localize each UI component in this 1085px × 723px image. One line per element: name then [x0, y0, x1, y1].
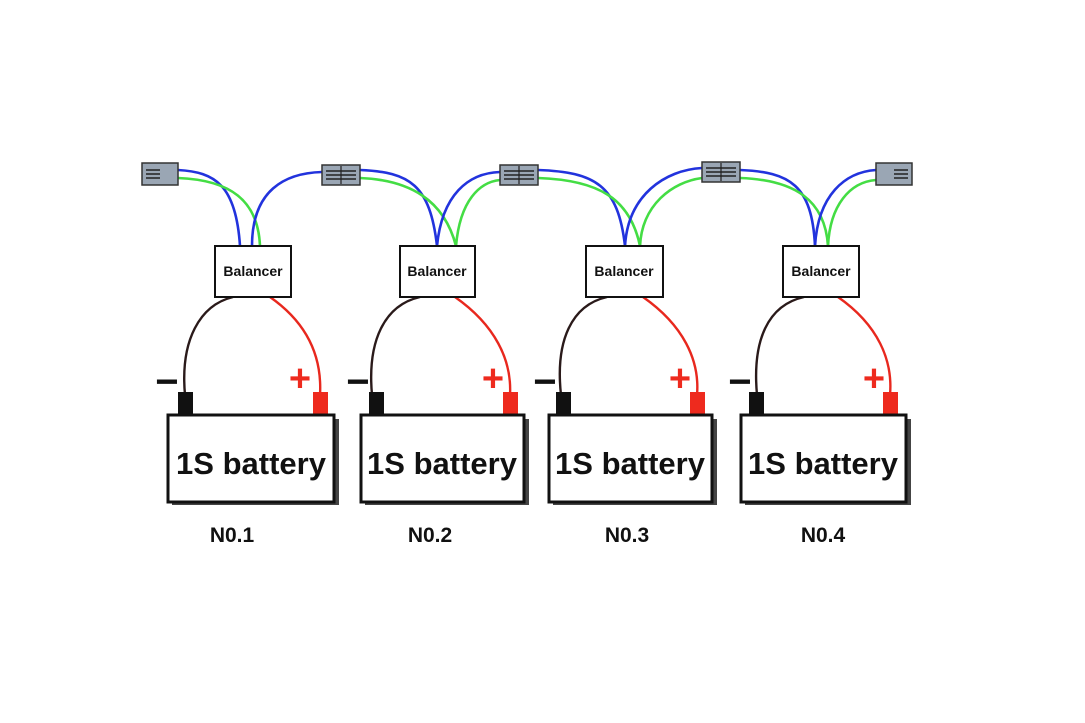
blue-wire-6 — [623, 166, 704, 248]
negative-terminal — [369, 392, 384, 417]
battery-number: N0.2 — [408, 524, 452, 547]
positive-lead — [454, 296, 512, 396]
minus-sign: − — [155, 360, 178, 404]
battery-label: 1S battery — [748, 446, 899, 481]
balance-connector-1-2 — [321, 164, 361, 186]
blue-wire-3 — [358, 168, 439, 248]
battery-unit-3: Balancer − + 1S battery N0.3 — [533, 245, 717, 547]
balance-plug-left-end — [141, 162, 179, 186]
positive-lead — [837, 296, 892, 396]
battery-unit-4: Balancer − + 1S battery N0.4 — [728, 245, 911, 547]
balancer-label: Balancer — [223, 263, 283, 279]
battery-body — [359, 413, 526, 504]
green-wire-3 — [454, 178, 502, 248]
balancer-box — [399, 245, 476, 298]
battery-label: 1S battery — [367, 446, 518, 481]
green-wire-5 — [638, 176, 704, 248]
battery-unit-2: Balancer − + 1S battery N0.2 — [346, 245, 529, 547]
plus-sign: + — [482, 358, 504, 400]
blue-wire-4 — [435, 170, 502, 248]
battery-body — [547, 413, 714, 504]
battery-number: N0.4 — [801, 524, 846, 547]
battery-number: N0.3 — [605, 524, 649, 547]
battery-label: 1S battery — [176, 446, 327, 481]
minus-sign: − — [346, 360, 369, 404]
green-wire-4 — [536, 176, 642, 248]
negative-lead — [370, 295, 421, 396]
balancer-box — [782, 245, 860, 298]
balance-connectors — [141, 161, 913, 186]
minus-sign: − — [728, 360, 751, 404]
blue-wire-5 — [536, 168, 627, 248]
green-wire-7 — [826, 178, 878, 248]
battery-unit-1: Balancer − + 1S battery N0.1 — [155, 245, 339, 547]
green-wire-1 — [176, 176, 262, 248]
balance-wire-harness — [176, 166, 878, 248]
minus-sign: − — [533, 360, 556, 404]
battery-number: N0.1 — [210, 524, 255, 547]
balancer-box — [585, 245, 664, 298]
negative-lead — [183, 295, 234, 396]
battery-body — [166, 413, 336, 504]
positive-terminal — [313, 392, 328, 417]
positive-lead — [642, 296, 699, 396]
plus-sign: + — [863, 358, 885, 400]
balancer-label: Balancer — [791, 263, 851, 279]
positive-terminal — [883, 392, 898, 417]
blue-wire-8 — [813, 168, 878, 248]
positive-lead — [269, 296, 322, 396]
negative-lead — [558, 295, 608, 396]
balancer-label: Balancer — [407, 263, 467, 279]
balance-connector-3-4 — [701, 161, 741, 183]
battery-label: 1S battery — [555, 446, 706, 481]
battery-body — [739, 413, 908, 504]
balancer-box — [214, 245, 292, 298]
blue-wire-7 — [738, 168, 817, 248]
plus-sign: + — [289, 358, 311, 400]
negative-terminal — [178, 392, 193, 417]
negative-terminal — [749, 392, 764, 417]
balance-connector-2-3 — [499, 164, 539, 186]
positive-terminal — [503, 392, 518, 417]
blue-wire-2 — [250, 170, 324, 248]
balance-plug-right-end — [875, 162, 913, 186]
negative-terminal — [556, 392, 571, 417]
green-wire-6 — [738, 176, 830, 248]
balancer-label: Balancer — [594, 263, 654, 279]
positive-terminal — [690, 392, 705, 417]
plus-sign: + — [669, 358, 691, 400]
negative-lead — [754, 295, 805, 396]
green-wire-2 — [358, 176, 458, 248]
